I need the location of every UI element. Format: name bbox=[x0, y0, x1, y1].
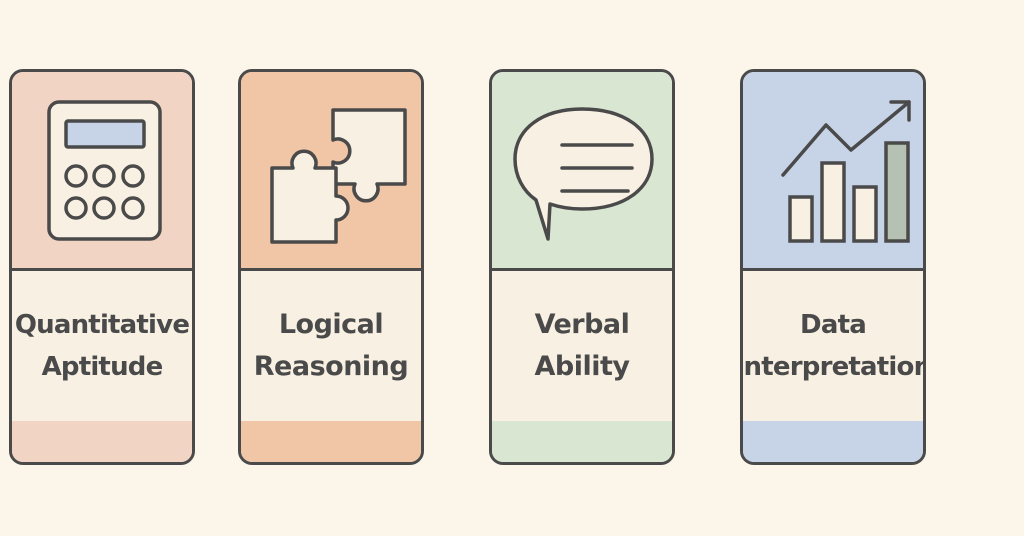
card-footer-strip bbox=[492, 421, 672, 462]
puzzle-icon bbox=[270, 108, 407, 244]
card-title-line-1: Logical bbox=[278, 309, 384, 340]
card-data-interpretation[interactable]: Data Interpretation bbox=[740, 69, 926, 465]
card-icon-panel bbox=[743, 72, 923, 271]
calculator-icon bbox=[47, 100, 162, 241]
card-logical-reasoning[interactable]: Logical Reasoning bbox=[238, 69, 424, 465]
card-title-line-2: Interpretation bbox=[740, 352, 926, 382]
bar-chart-icon bbox=[781, 100, 911, 243]
card-footer-strip bbox=[743, 421, 923, 462]
card-label-panel: Quantitative Aptitude bbox=[12, 271, 192, 424]
card-title-line-1: Quantitative bbox=[14, 310, 190, 340]
card-icon-panel bbox=[492, 72, 672, 271]
card-title-line-1: Verbal bbox=[534, 309, 630, 340]
card-title-line-2: Aptitude bbox=[41, 352, 164, 382]
card-title-line-2: Ability bbox=[534, 351, 631, 382]
card-footer-strip bbox=[12, 421, 192, 462]
speech-bubble-icon bbox=[513, 107, 654, 241]
card-title-line-1: Data bbox=[800, 310, 867, 340]
card-icon-panel bbox=[241, 72, 421, 271]
card-icon-panel bbox=[12, 72, 192, 271]
card-quantitative-aptitude[interactable]: Quantitative Aptitude bbox=[9, 69, 195, 465]
card-label-panel: Logical Reasoning bbox=[241, 271, 421, 424]
card-label-panel: Verbal Ability bbox=[492, 271, 672, 424]
card-title-line-2: Reasoning bbox=[253, 351, 409, 382]
card-footer-strip bbox=[241, 421, 421, 462]
card-label-panel: Data Interpretation bbox=[743, 271, 923, 424]
card-verbal-ability[interactable]: Verbal Ability bbox=[489, 69, 675, 465]
